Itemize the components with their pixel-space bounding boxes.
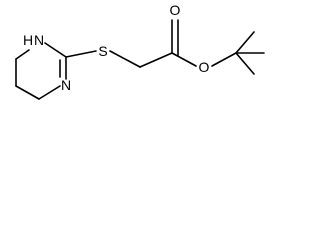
- bond-cq-methyl-top: [235, 31, 255, 54]
- bond-ch2-carbonyl: [139, 52, 173, 68]
- atom-label-n1: N: [34, 32, 44, 48]
- atom-label-o-ester: O: [199, 59, 210, 75]
- bond-carbonyl-oester: [171, 52, 197, 67]
- molecule-structure: H N N S O O: [15, 2, 265, 100]
- bond-c4-c5: [15, 85, 40, 100]
- bond-s-ch2: [109, 50, 141, 68]
- bond-cq-methyl-bottom: [235, 52, 255, 75]
- atom-label-h: H: [23, 32, 33, 48]
- bond-n3-c4: [38, 85, 61, 100]
- bond-nh-c2: [44, 42, 67, 58]
- atom-label-o-carbonyl: O: [170, 2, 181, 18]
- bond-oester-cq: [211, 52, 237, 67]
- bond-c6-n1: [15, 49, 30, 60]
- atom-label-s: S: [98, 43, 107, 59]
- atom-label-n2: N: [61, 77, 71, 93]
- bond-c2-s: [65, 50, 97, 58]
